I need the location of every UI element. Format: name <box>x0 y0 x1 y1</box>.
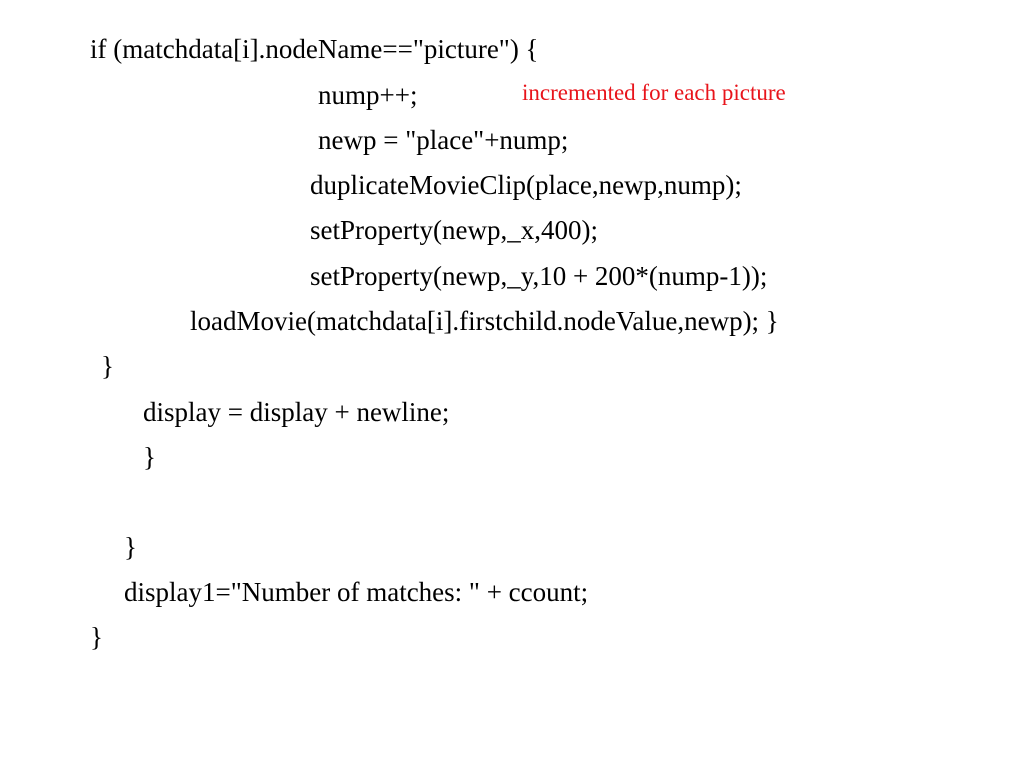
code-line-close-brace-1: } <box>101 351 114 381</box>
code-line-loadmovie: loadMovie(matchdata[i].firstchild.nodeVa… <box>190 306 779 336</box>
code-line-if-picture: if (matchdata[i].nodeName=="picture") { <box>90 34 539 64</box>
code-line-display1: display1="Number of matches: " + ccount; <box>124 577 589 607</box>
annotation-incremented: incremented for each picture <box>522 80 786 105</box>
code-line-close-brace-2: } <box>143 442 156 472</box>
code-line-newp: newp = "place"+nump; <box>318 125 569 155</box>
code-line-setproperty-x: setProperty(newp,_x,400); <box>310 215 598 245</box>
code-line-display-newline: display = display + newline; <box>143 397 450 427</box>
code-line-setproperty-y: setProperty(newp,_y,10 + 200*(nump-1)); <box>310 261 768 291</box>
code-line-close-brace-final: } <box>90 622 103 652</box>
code-line-duplicate-movieclip: duplicateMovieClip(place,newp,nump); <box>310 170 742 200</box>
code-line-nump-increment: nump++; <box>318 80 418 110</box>
code-line-close-brace-3: } <box>124 532 137 562</box>
